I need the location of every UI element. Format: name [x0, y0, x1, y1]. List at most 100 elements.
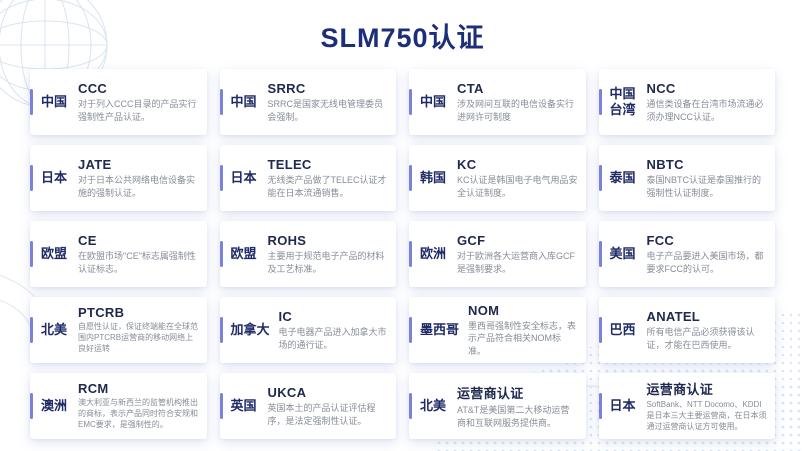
cert-title: CCC [78, 80, 108, 96]
country-label: 中国 [41, 93, 68, 109]
cert-description: 通信类设备在台湾市场流通必须办理NCC认证。 [646, 98, 764, 122]
cert-card-fcc: 美国 FCC 电子产品要进入美国市场，都要求FCC的认可。 [598, 221, 775, 287]
cert-description: 电子产品要进入美国市场，都要求FCC的认可。 [646, 250, 764, 274]
country-label: 泰国 [609, 169, 636, 185]
accent-bar [409, 89, 412, 115]
cert-description: SoftBank、NTT Docomo、KDDI是日本三大主要运营商，在日本须通… [646, 400, 767, 431]
cert-description: 对于列入CCC目录的产品实行强制性产品认证。 [78, 98, 197, 122]
cert-card-cta: 中国 CTA 涉及网间互联的电信设备实行进网许可制度 [409, 69, 586, 135]
cert-description: 无线类产品做了TELEC认证才能在日本流通销售。 [267, 174, 387, 198]
cert-title: RCM [78, 381, 109, 397]
cert-title: CE [78, 232, 97, 248]
cert-card-kc: 韩国 KC KC认证是韩国电子电气用品安全认证制度。 [409, 145, 586, 211]
accent-bar [409, 393, 412, 419]
country-label: 日本 [230, 169, 257, 185]
page-title: SLM750认证 [320, 23, 485, 53]
cert-card-carrier-jp: 日本 运营商认证 SoftBank、NTT Docomo、KDDI是日本三大主要… [598, 373, 775, 439]
country-label: 日本 [609, 397, 636, 413]
cert-description: 墨西哥强制性安全标志，表示产品符合相关NOM标准。 [468, 320, 577, 356]
cert-card-ncc: 中国 台湾 NCC 通信类设备在台湾市场流通必须办理NCC认证。 [598, 69, 775, 135]
cert-card-srrc: 中国 SRRC SRRC是国家无线电管理委员会强制。 [219, 69, 396, 135]
cert-description: 澳大利亚与新西兰的监管机构推出的商标，表示产品同时符合安规和EMC要求，是强制性… [78, 398, 198, 429]
accent-bar [598, 165, 602, 191]
country-label: 欧盟 [230, 245, 257, 261]
accent-bar [598, 241, 602, 267]
accent-bar [30, 89, 33, 115]
country-label: 中国 [230, 93, 257, 109]
cert-card-ccc: 中国 CCC 对于列入CCC目录的产品实行强制性产品认证。 [30, 69, 207, 135]
accent-bar [30, 317, 33, 343]
cert-card-ce: 欧盟 CE 在欧盟市场"CE"标志属强制性认证标志。 [30, 221, 207, 287]
country-label: 加拿大 [230, 321, 270, 337]
cert-card-ptcrb: 北美 PTCRB 自愿性认证，保证终端能在全球范围内PTCRB运营商的移动网络上… [30, 297, 207, 363]
country-label: 欧洲 [420, 245, 447, 261]
cert-card-ic: 加拿大 IC 电子电器产品进入加拿大市场的通行证。 [219, 297, 396, 363]
accent-bar [219, 393, 223, 419]
cert-title: 运营商认证 [457, 385, 524, 401]
cert-description: SRRC是国家无线电管理委员会强制。 [267, 98, 384, 122]
accent-bar [219, 241, 223, 267]
accent-bar [409, 241, 412, 267]
cert-title: 运营商认证 [646, 382, 714, 398]
cert-description: 主要用于规范电子产品的材料及工艺标准。 [267, 250, 385, 274]
cert-description: 涉及网间互联的电信设备实行进网许可制度 [457, 98, 575, 122]
accent-bar [219, 89, 223, 115]
accent-bar [598, 317, 602, 343]
accent-bar [30, 165, 33, 191]
cert-description: 对于欧洲各大运营商入库GCF是强制要求。 [457, 250, 575, 274]
country-label: 墨西哥 [420, 321, 460, 337]
cert-description: 所有电信产品必须获得该认证，才能在巴西使用。 [646, 326, 755, 350]
accent-bar [30, 393, 33, 419]
country-label: 北美 [420, 397, 447, 413]
cert-card-nom: 墨西哥 NOM 墨西哥强制性安全标志，表示产品符合相关NOM标准。 [409, 297, 586, 363]
cert-description: 泰国NBTC认证是泰国推行的强制性认证制度。 [646, 174, 762, 198]
cert-description: KC认证是韩国电子电气用品安全认证制度。 [457, 174, 578, 198]
country-label: 中国 台湾 [609, 85, 636, 117]
cert-title: NBTC [646, 156, 684, 172]
country-label: 澳洲 [41, 397, 68, 413]
cert-description: 对于日本公共网络电信设备实施的强制认证。 [78, 174, 196, 198]
cert-title: GCF [457, 232, 486, 248]
country-label: 韩国 [420, 169, 447, 185]
cert-description: 在欧盟市场"CE"标志属强制性认证标志。 [78, 250, 196, 274]
country-label: 欧盟 [41, 245, 68, 261]
cert-description: 自愿性认证，保证终端能在全球范围内PTCRB运营商的移动网络上良好运转 [78, 322, 198, 353]
accent-bar [598, 393, 602, 419]
cert-title: TELEC [267, 156, 312, 172]
country-label: 北美 [41, 321, 68, 337]
accent-bar [598, 89, 602, 115]
cert-card-anatel: 巴西 ANATEL 所有电信产品必须获得该认证，才能在巴西使用。 [598, 297, 775, 363]
cert-title: ANATEL [646, 308, 701, 324]
cert-title: UKCA [267, 384, 307, 400]
cert-title: FCC [646, 232, 675, 248]
cert-card-gcf: 欧洲 GCF 对于欧洲各大运营商入库GCF是强制要求。 [409, 221, 586, 287]
country-label: 中国 [420, 93, 447, 109]
cert-grid: 中国 CCC 对于列入CCC目录的产品实行强制性产品认证。 中国 SRRC SR… [0, 69, 805, 439]
cert-title: ROHS [267, 232, 307, 248]
cert-description: AT&T是美国第二大移动运营商和互联网服务提供商。 [457, 404, 570, 428]
cert-title: CTA [457, 80, 484, 96]
cert-card-nbtc: 泰国 NBTC 泰国NBTC认证是泰国推行的强制性认证制度。 [598, 145, 775, 211]
cert-title: PTCRB [78, 305, 125, 321]
cert-card-jate: 日本 JATE 对于日本公共网络电信设备实施的强制认证。 [30, 145, 207, 211]
cert-title: NOM [468, 302, 500, 318]
country-label: 美国 [609, 245, 636, 261]
accent-bar [219, 165, 223, 191]
cert-title: JATE [78, 156, 112, 172]
cert-card-rcm: 澳洲 RCM 澳大利亚与新西兰的监管机构推出的商标，表示产品同时符合安规和EMC… [30, 373, 207, 439]
cert-card-carrier-na: 北美 运营商认证 AT&T是美国第二大移动运营商和互联网服务提供商。 [409, 373, 586, 439]
cert-title: NCC [646, 80, 676, 96]
cert-card-ukca: 英国 UKCA 英国本土的产品认证评估程序，是法定强制性认证。 [219, 373, 396, 439]
cert-title: SRRC [267, 80, 306, 96]
cert-description: 英国本土的产品认证评估程序，是法定强制性认证。 [267, 402, 376, 426]
country-label: 英国 [230, 397, 257, 413]
cert-title: IC [278, 308, 293, 324]
cert-card-telec: 日本 TELEC 无线类产品做了TELEC认证才能在日本流通销售。 [219, 145, 396, 211]
accent-bar [409, 317, 412, 343]
cert-card-rohs: 欧盟 ROHS 主要用于规范电子产品的材料及工艺标准。 [219, 221, 396, 287]
country-label: 巴西 [609, 321, 636, 337]
cert-description: 电子电器产品进入加拿大市场的通行证。 [278, 326, 387, 350]
accent-bar [30, 241, 33, 267]
accent-bar [409, 165, 412, 191]
